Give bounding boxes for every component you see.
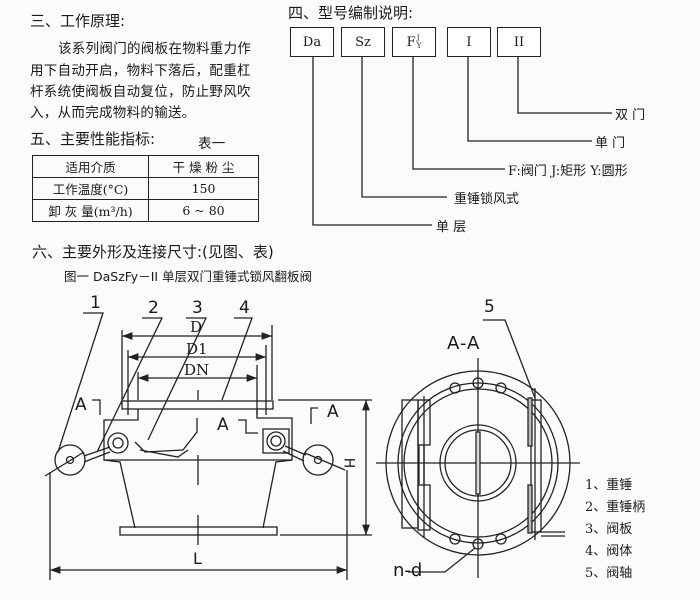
part-number-1: 1: [90, 293, 101, 313]
legend-item: 3、阀板: [585, 522, 633, 537]
meaning-label: 单 门: [595, 136, 626, 151]
legend-item: 4、阀体: [585, 544, 633, 559]
legend-item: 1、重锤: [585, 478, 633, 493]
code-f: F: [406, 34, 416, 50]
section-3-title: 三、工作原理:: [30, 12, 126, 30]
performance-table: 适用介质干 燥 粉 尘 工作温度(°C)150 卸 灰 量(m³/h)6 ~ 8…: [32, 155, 259, 222]
paragraph-line: 用下自动开启，物料下落后，配重杠: [30, 63, 251, 79]
code-box-sz: Sz: [341, 27, 385, 57]
dim-dn-label: DN: [184, 361, 210, 379]
section-5-title: 五、主要性能指标:: [30, 130, 156, 148]
meaning-label: 单 层: [436, 220, 467, 235]
section-mark-left: A: [75, 395, 87, 415]
section-4-title: 四、型号编制说明:: [288, 4, 414, 22]
code-box-da: Da: [290, 27, 334, 57]
dim-l-label: L: [193, 549, 202, 568]
code-box-i: I: [447, 27, 491, 57]
figure-caption: 图一 DaSzFy－II 单层双门重锤式锁风翻板阀: [64, 269, 313, 284]
table-caption: 表一: [198, 136, 226, 152]
code-box-ii: II: [497, 27, 541, 57]
meaning-label: F:阀门 J:矩形 Y:圆形: [508, 164, 628, 179]
section-6-title: 六、主要外形及连接尺寸:(见图、表): [32, 243, 274, 261]
code-f-sup: J: [416, 34, 420, 42]
section-mark-center: A: [217, 415, 229, 435]
legend-item: 5、阀轴: [585, 566, 633, 581]
dim-d-label: D: [190, 318, 203, 336]
table-cell: 卸 灰 量(m³/h): [32, 199, 149, 222]
code-f-sub: Y: [416, 42, 422, 50]
part-number-2: 2: [148, 298, 159, 318]
section-mark-right: A: [327, 402, 339, 422]
code-box-f: F J Y: [392, 27, 436, 57]
table-cell: 干 燥 粉 尘: [148, 155, 259, 178]
meaning-label: 双 门: [615, 108, 646, 123]
section-label-aa: A-A: [447, 333, 481, 354]
legend-item: 2、重锤柄: [585, 500, 646, 515]
part-number-5: 5: [484, 297, 495, 317]
paragraph-line: 该系列阀门的阀板在物料重力作: [58, 41, 252, 57]
part-number-4: 4: [239, 298, 250, 318]
meaning-label: 重锤锁风式: [454, 192, 520, 207]
table-cell: 6 ~ 80: [148, 199, 259, 222]
model-code-leader-lines: [312, 56, 612, 226]
table-row: 卸 灰 量(m³/h)6 ~ 80: [32, 199, 259, 222]
paragraph-line: 杆系统使阀板自动复位，防止野风吹: [30, 84, 251, 100]
paragraph-line: 入，从而完成物料的输送。: [30, 105, 196, 121]
dim-d1-label: D1: [186, 340, 208, 358]
part-number-3: 3: [192, 298, 203, 318]
dim-nd-label: n-d: [393, 560, 423, 581]
